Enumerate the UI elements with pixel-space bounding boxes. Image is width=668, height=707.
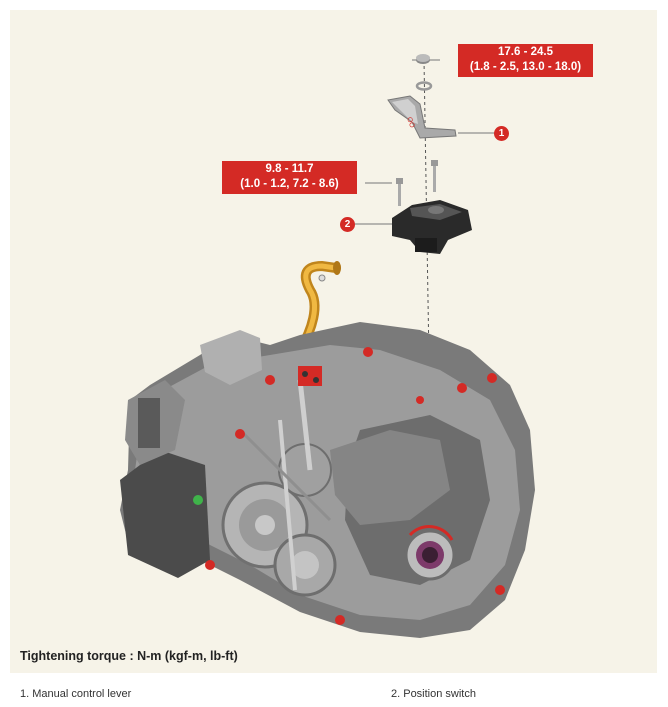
legend-item-1: 1. Manual control lever [20,688,132,700]
tightening-torque-note: Tightening torque : N-m (kgf-m, lb-ft) [20,649,238,663]
torque-spec-mid-nm: 9.8 - 11.7 [265,163,314,175]
torque-spec-mid-alt: (1.0 - 1.2, 7.2 - 8.6) [240,178,339,190]
torque-spec-mid: 9.8 - 11.7 (1.0 - 1.2, 7.2 - 8.6) [222,161,357,194]
nut-icon [416,54,430,64]
transaxle-housing [120,322,535,638]
callout-1: 1 [494,126,509,141]
washer-icon [415,81,433,91]
torque-spec-top: 17.6 - 24.5 (1.8 - 2.5, 13.0 - 18.0) [458,44,593,77]
bolt-icon [396,178,403,206]
torque-spec-top-nm: 17.6 - 24.5 [498,46,553,58]
legend-item-2: 2. Position switch [391,688,476,700]
manual-control-lever: OO [387,95,457,139]
torque-spec-top-alt: (1.8 - 2.5, 13.0 - 18.0) [469,61,582,73]
svg-text:OO: OO [405,116,415,129]
breather-hose [295,260,341,355]
callout-2: 2 [340,217,355,232]
position-switch [392,200,472,254]
bolt-icon [431,160,438,192]
